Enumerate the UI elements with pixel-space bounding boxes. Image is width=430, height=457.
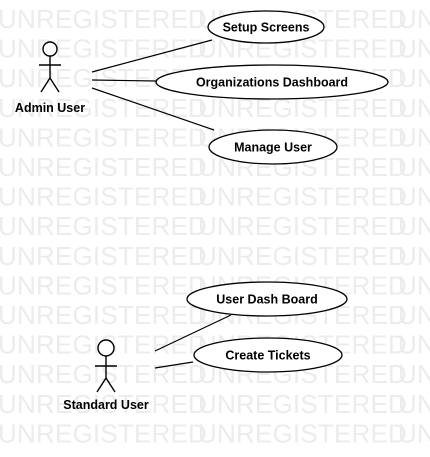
- actor-admin-left-leg: [40, 77, 51, 93]
- actor-standard-right-leg: [105, 377, 116, 393]
- watermark-text: UNREGISTERED: [398, 389, 430, 419]
- actor-admin-user[interactable]: Admin User: [15, 41, 85, 115]
- watermark-text: UNREGISTERED: [398, 4, 430, 34]
- watermark-text: UNREGISTERED: [0, 93, 207, 123]
- watermark-text: UNREGISTERED: [0, 182, 207, 212]
- use-case-manage-user[interactable]: Manage User: [208, 129, 338, 165]
- watermark-text: UNREGISTERED: [398, 93, 430, 123]
- watermark-text: UNREGISTERED: [398, 152, 430, 182]
- watermark-text: UNREGISTERED: [0, 211, 207, 241]
- use-case-setup-screens[interactable]: Setup Screens: [207, 10, 325, 44]
- watermark-text: UNREGISTERED: [398, 330, 430, 360]
- associations: [91, 39, 232, 369]
- watermark-text: UNREGISTERED: [0, 359, 207, 389]
- watermark-text: UNREGISTERED: [0, 122, 207, 152]
- use-case-ellipse-create-tickets: [193, 337, 343, 373]
- watermark-text: UNREGISTERED: [198, 241, 407, 271]
- watermark-text: UNREGISTERED: [398, 359, 430, 389]
- use-case-organizations-dashboard[interactable]: Organizations Dashboard: [155, 64, 389, 100]
- watermark-text: UNREGISTERED: [398, 300, 430, 330]
- watermark-text: UNREGISTERED: [198, 211, 407, 241]
- use-case-label-setup-screens: Setup Screens: [223, 21, 310, 35]
- watermark-text: UNREGISTERED: [398, 63, 430, 93]
- watermark-text: UNREGISTERED: [0, 418, 207, 448]
- watermark-text: UNREGISTERED: [398, 34, 430, 64]
- watermark-text: UNREGISTERED: [398, 241, 430, 271]
- watermark-text: UNREGISTERED: [0, 4, 207, 34]
- use-case-ellipse-user-dash-board: [186, 281, 348, 317]
- association-admin-organizations-dashboard: [91, 79, 157, 82]
- use-case-ellipse-setup-screens: [207, 10, 325, 44]
- watermark-text: UNREGISTERED: [0, 241, 207, 271]
- association-admin-manage-user: [91, 87, 215, 131]
- watermark-text: UNREGISTERED: [398, 122, 430, 152]
- use-case-label-user-dash-board: User Dash Board: [216, 293, 317, 307]
- association-standard-user-dash-board: [154, 314, 232, 352]
- watermark-text: UNREGISTERED: [398, 211, 430, 241]
- use-case-label-create-tickets: Create Tickets: [225, 349, 310, 363]
- actor-standard-user[interactable]: Standard User: [63, 339, 149, 412]
- watermark-text: UNREGISTERED: [0, 389, 207, 419]
- watermark-text: UNREGISTERED: [398, 418, 430, 448]
- use-case-ellipse-organizations-dashboard: [155, 64, 389, 100]
- use-case-label-manage-user: Manage User: [234, 141, 312, 155]
- watermark-text: UNREGISTERED: [198, 182, 407, 212]
- watermark-text: UNREGISTERED: [198, 389, 407, 419]
- use-case-label-organizations-dashboard: Organizations Dashboard: [196, 76, 348, 90]
- watermark-text: UNREGISTERED: [0, 152, 207, 182]
- use-case-create-tickets[interactable]: Create Tickets: [193, 337, 343, 373]
- watermark-text: UNREGISTERED: [0, 34, 207, 64]
- actor-label-admin-user: Admin User: [15, 101, 85, 115]
- association-standard-create-tickets: [154, 361, 194, 369]
- watermark-text: UNREGISTERED: [398, 270, 430, 300]
- watermark-text: UNREGISTERED: [0, 300, 207, 330]
- association-admin-setup-screens: [91, 39, 213, 73]
- watermark-text: UNREGISTERED: [0, 270, 207, 300]
- actor-label-standard-user: Standard User: [63, 398, 149, 412]
- use-case-user-dash-board[interactable]: User Dash Board: [186, 281, 348, 317]
- actor-standard-head: [97, 339, 115, 357]
- actor-admin-head: [42, 41, 58, 57]
- actor-standard-left-leg: [96, 377, 107, 393]
- use-case-ellipse-manage-user: [208, 129, 338, 165]
- watermark-text: UNREGISTERED: [198, 418, 407, 448]
- watermark-text: UNREGISTERED: [398, 182, 430, 212]
- actor-admin-right-leg: [49, 77, 60, 93]
